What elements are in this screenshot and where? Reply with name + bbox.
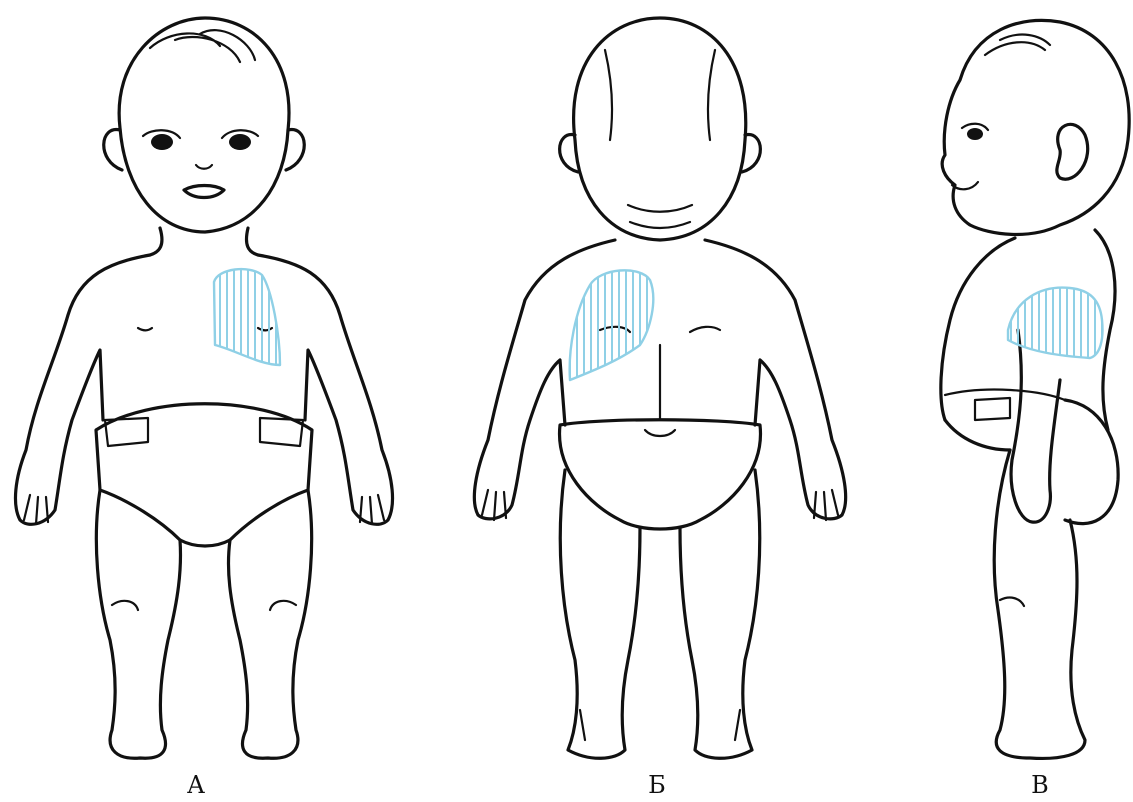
injection-zone-back [570, 270, 654, 380]
injection-zone-front [214, 269, 280, 365]
baby-front-view [15, 18, 392, 758]
view-label-back: Б [648, 773, 666, 797]
view-label-front: А [187, 773, 205, 797]
view-label-side: В [1031, 773, 1049, 797]
baby-back-view [474, 18, 845, 758]
baby-side-view [941, 20, 1129, 758]
